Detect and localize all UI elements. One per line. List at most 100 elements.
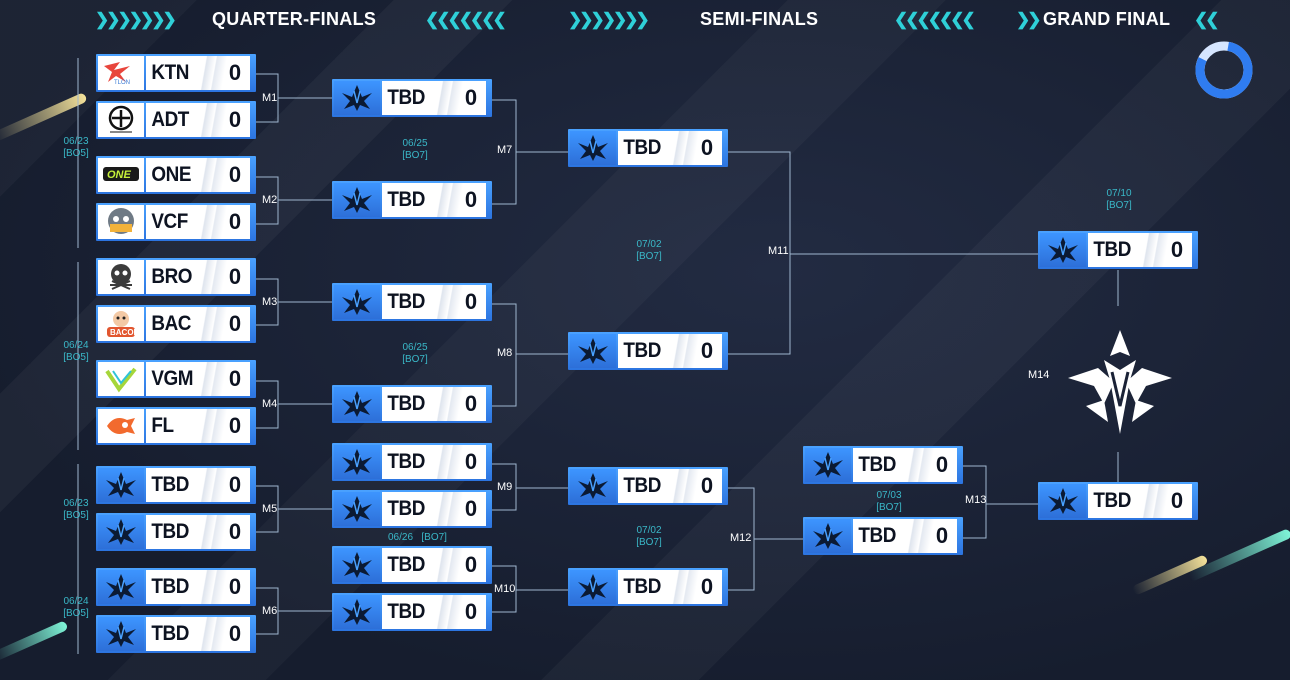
date-label: 06/24[BO5] — [63, 340, 89, 363]
team-name: BAC — [151, 312, 191, 335]
league-icon — [805, 519, 851, 553]
chevron-decoration: ❯❯ — [1016, 10, 1041, 29]
league-icon — [334, 183, 380, 217]
team-score: 0 — [228, 366, 242, 391]
team-name: TBD — [387, 392, 425, 415]
team-name: TBD — [858, 453, 896, 476]
team-score: 0 — [464, 599, 478, 624]
match-label: M11 — [768, 245, 789, 257]
team-name: ONE — [151, 163, 192, 186]
team-card[interactable]: FL 0 — [96, 407, 256, 445]
team-score: 0 — [464, 85, 478, 110]
team-score: 0 — [464, 552, 478, 577]
team-score: 0 — [228, 311, 242, 336]
team-score: 0 — [228, 472, 242, 497]
team-score: 0 — [228, 107, 242, 132]
team-score: 0 — [228, 162, 242, 187]
team-name: TBD — [387, 86, 425, 109]
date-label: 07/03[BO7] — [876, 490, 902, 513]
fl-logo — [98, 409, 144, 443]
league-icon — [334, 81, 380, 115]
league-icon — [570, 469, 616, 503]
team-score: 0 — [228, 413, 242, 438]
match-label: M2 — [262, 194, 278, 206]
match-label: M9 — [497, 481, 513, 493]
team-card[interactable]: TBD 0 — [96, 568, 256, 606]
team-card[interactable]: ONE ONE 0 — [96, 156, 256, 194]
team-card[interactable]: TBD 0 — [803, 517, 963, 555]
bacon-logo: BACON — [98, 307, 144, 341]
team-card[interactable]: BACON BAC 0 — [96, 305, 256, 343]
league-icon — [334, 387, 380, 421]
team-name: TBD — [387, 188, 425, 211]
match-label: M5 — [262, 503, 278, 515]
team-name: VGM — [151, 367, 194, 390]
team-name: TBD — [387, 600, 425, 623]
team-score: 0 — [228, 519, 242, 544]
semi-finals-title: SEMI-FINALS — [700, 9, 819, 29]
team-score: 0 — [228, 264, 242, 289]
team-card[interactable]: TBD 0 — [332, 593, 492, 631]
loading-ring-icon — [1195, 41, 1253, 99]
team-name: VCF — [151, 210, 188, 233]
team-name: TBD — [151, 520, 189, 543]
league-icon — [334, 595, 380, 629]
league-icon — [98, 570, 144, 604]
bro-logo — [98, 260, 144, 294]
league-icon — [334, 445, 380, 479]
league-icon — [570, 131, 616, 165]
one-logo: ONE — [98, 158, 144, 192]
date-label: 06/25[BO7] — [402, 138, 428, 161]
team-score: 0 — [228, 574, 242, 599]
svg-text:TLON: TLON — [114, 80, 130, 86]
team-score: 0 — [935, 523, 949, 548]
league-icon — [570, 334, 616, 368]
chevron-decoration: ❮❮ — [1194, 10, 1219, 29]
league-icon — [98, 515, 144, 549]
league-icon — [98, 617, 144, 651]
team-score: 0 — [1170, 488, 1184, 513]
team-score: 0 — [464, 449, 478, 474]
match-label: M1 — [262, 92, 278, 104]
team-card[interactable]: VCF 0 — [96, 203, 256, 241]
team-card[interactable]: TBD 0 — [96, 513, 256, 551]
league-emblem-icon — [1068, 330, 1172, 434]
date-label: 06/25[BO7] — [402, 342, 428, 365]
team-name: FL — [151, 414, 174, 437]
date-label: 06/26 [BO7] — [388, 532, 447, 543]
team-card[interactable]: TBD 0 — [332, 79, 492, 117]
team-name: KTN — [151, 61, 189, 84]
team-name: TBD — [151, 622, 189, 645]
match-label: M6 — [262, 605, 278, 617]
vcf-logo — [98, 205, 144, 239]
team-name: TBD — [151, 575, 189, 598]
svg-text:BACON: BACON — [110, 328, 139, 337]
team-score: 0 — [228, 209, 242, 234]
svg-text:ONE: ONE — [107, 169, 132, 181]
date-label: 07/02[BO7] — [636, 525, 662, 548]
team-name: TBD — [623, 136, 661, 159]
team-card[interactable]: VGM 0 — [96, 360, 256, 398]
match-label: M14 — [1028, 369, 1050, 381]
quarter-finals-title: QUARTER-FINALS — [212, 9, 377, 29]
team-name: TBD — [858, 524, 896, 547]
